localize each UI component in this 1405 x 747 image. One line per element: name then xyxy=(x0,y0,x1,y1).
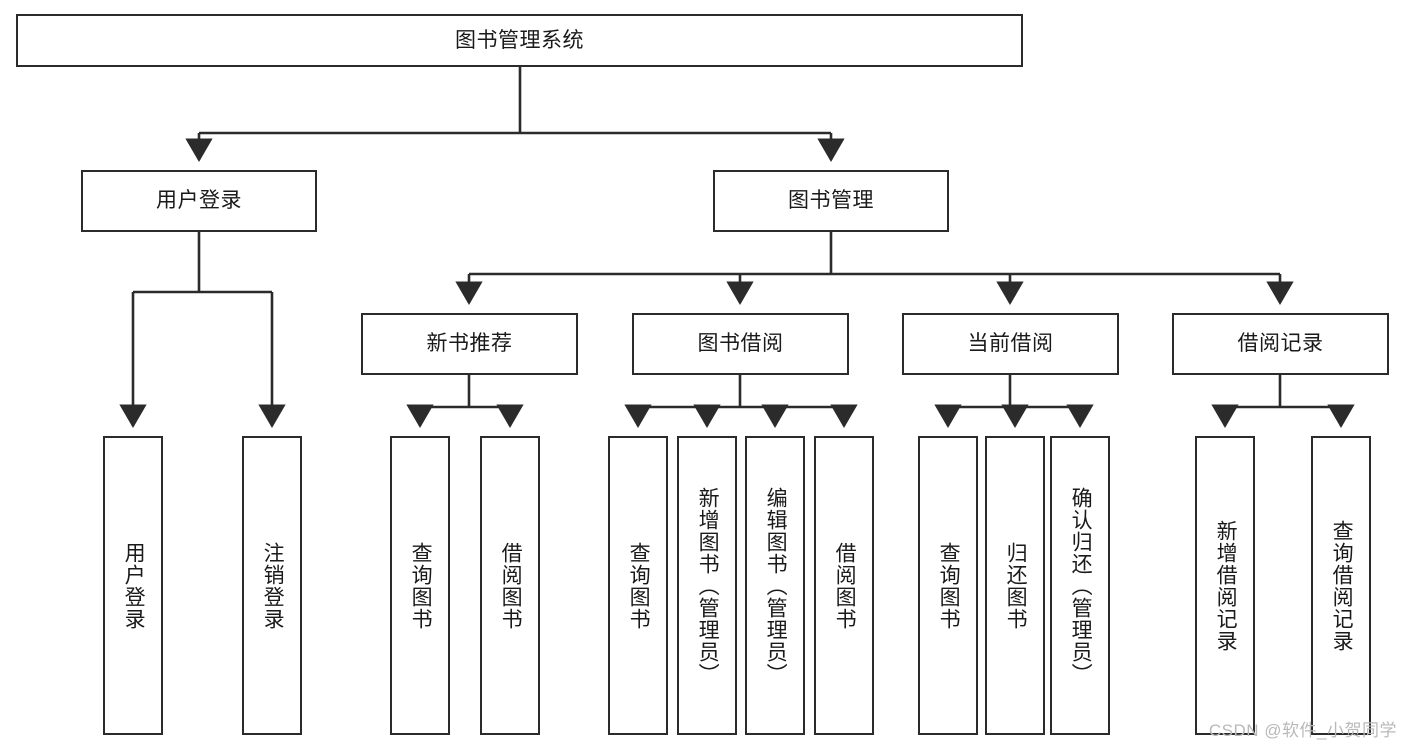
leaf-edit-book[interactable]: 编辑图书（管理员） xyxy=(745,436,805,735)
leaf-borrow-book-1[interactable]: 借阅图书 xyxy=(480,436,540,735)
leaf-query-borrow-record[interactable]: 查询借阅记录 xyxy=(1311,436,1371,735)
node-label: 查询图书 xyxy=(627,541,651,630)
node-book-management[interactable]: 图书管理 xyxy=(713,170,949,232)
node-book-borrow[interactable]: 图书借阅 xyxy=(632,313,849,375)
node-label: 用户登录 xyxy=(156,189,242,213)
node-label: 查询图书 xyxy=(409,541,433,630)
node-label: 确认归还（管理员） xyxy=(1069,486,1093,685)
node-label: 新增图书（管理员） xyxy=(696,486,720,685)
leaf-logout-login[interactable]: 注销登录 xyxy=(242,436,302,735)
csdn-watermark: CSDN @软件_小贺同学 xyxy=(1208,721,1397,740)
node-label: 查询借阅记录 xyxy=(1330,519,1354,652)
node-label: 借阅记录 xyxy=(1237,332,1324,356)
leaf-return-book[interactable]: 归还图书 xyxy=(985,436,1045,735)
node-label: 借阅图书 xyxy=(499,541,523,630)
leaf-user-login[interactable]: 用户登录 xyxy=(103,436,163,735)
node-label: 图书借阅 xyxy=(697,332,784,356)
leaf-query-book-1[interactable]: 查询图书 xyxy=(390,436,450,735)
leaf-borrow-book-2[interactable]: 借阅图书 xyxy=(814,436,874,735)
node-label: 注销登录 xyxy=(261,541,285,630)
node-label: 新书推荐 xyxy=(426,332,513,356)
leaf-query-book-2[interactable]: 查询图书 xyxy=(608,436,668,735)
node-book-management-system[interactable]: 图书管理系统 xyxy=(16,14,1023,67)
node-label: 归还图书 xyxy=(1004,541,1028,630)
node-borrow-record[interactable]: 借阅记录 xyxy=(1172,313,1389,375)
node-label: 新增借阅记录 xyxy=(1214,519,1238,652)
node-label: 用户登录 xyxy=(122,541,146,630)
node-label: 查询图书 xyxy=(937,541,961,630)
leaf-query-book-3[interactable]: 查询图书 xyxy=(918,436,978,735)
node-user-login[interactable]: 用户登录 xyxy=(81,170,317,232)
leaf-confirm-return[interactable]: 确认归还（管理员） xyxy=(1050,436,1110,735)
node-label: 借阅图书 xyxy=(833,541,857,630)
node-label: 图书管理系统 xyxy=(455,28,584,52)
node-label: 当前借阅 xyxy=(967,332,1054,356)
node-label: 编辑图书（管理员） xyxy=(764,486,788,685)
node-new-book-recommend[interactable]: 新书推荐 xyxy=(361,313,578,375)
leaf-add-book[interactable]: 新增图书（管理员） xyxy=(677,436,737,735)
node-label: 图书管理 xyxy=(788,189,874,213)
leaf-add-borrow-record[interactable]: 新增借阅记录 xyxy=(1195,436,1255,735)
node-current-borrow[interactable]: 当前借阅 xyxy=(902,313,1119,375)
